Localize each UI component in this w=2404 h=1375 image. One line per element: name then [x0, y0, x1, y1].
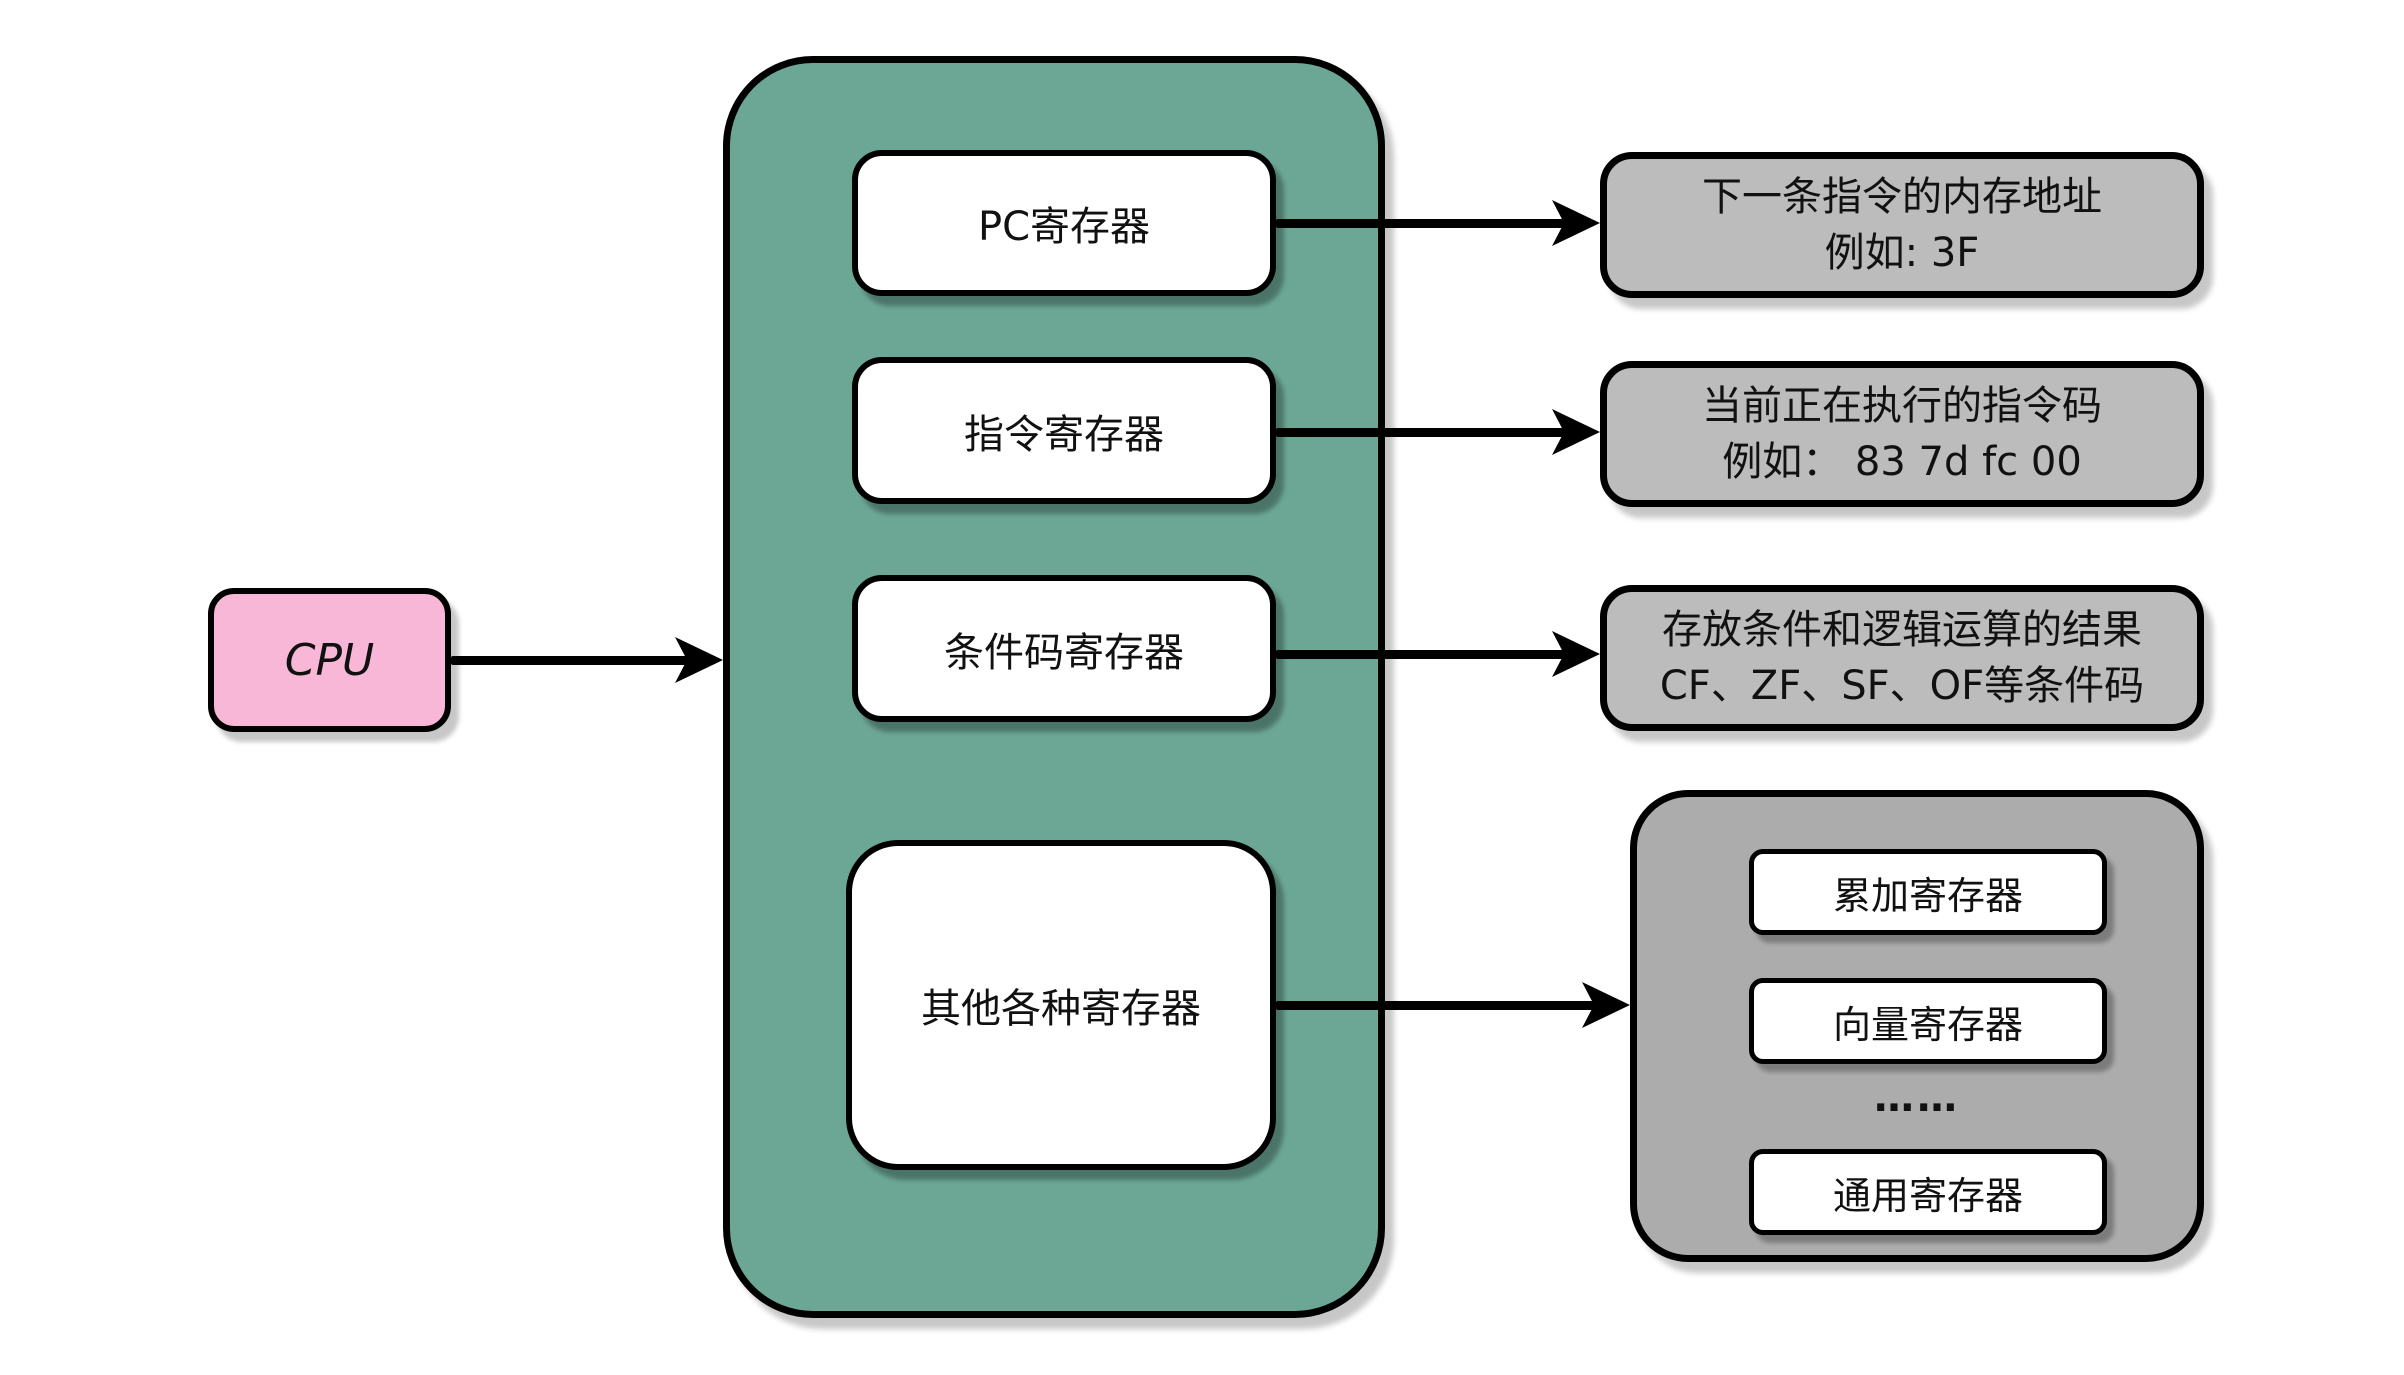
- register-label-other: 其他各种寄存器: [921, 986, 1201, 1032]
- register-node-vector: 向量寄存器: [1749, 978, 2107, 1064]
- register-label-pc: PC寄存器: [977, 204, 1151, 250]
- arrow-cpu-to-registers: [451, 637, 723, 683]
- note-pc-line1: 下一条指令的内存地址: [1702, 173, 2102, 220]
- register-node-other: 其他各种寄存器: [846, 840, 1276, 1170]
- cpu-label: CPU: [284, 634, 375, 686]
- note-condition-line1: 存放条件和逻辑运算的结果: [1662, 606, 2142, 653]
- note-condition-line2: CF、ZF、SF、OF等条件码: [1659, 663, 2145, 710]
- register-label-vector: 向量寄存器: [1832, 1002, 2023, 1047]
- ellipsis-text: ……: [1874, 1075, 1960, 1121]
- note-instruction-line1: 当前正在执行的指令码: [1702, 382, 2102, 429]
- register-node-condition-code: 条件码寄存器: [852, 575, 1276, 722]
- register-node-pc: PC寄存器: [852, 150, 1276, 296]
- register-label-instruction: 指令寄存器: [964, 411, 1164, 458]
- register-node-general-purpose: 通用寄存器: [1749, 1149, 2107, 1235]
- register-node-accumulator: 累加寄存器: [1749, 849, 2107, 935]
- cpu-node: CPU: [208, 588, 451, 732]
- note-node-condition-code: 存放条件和逻辑运算的结果 CF、ZF、SF、OF等条件码: [1600, 585, 2204, 731]
- register-label-condition-code: 条件码寄存器: [944, 629, 1184, 676]
- register-node-instruction: 指令寄存器: [852, 357, 1276, 504]
- register-label-accumulator: 累加寄存器: [1832, 873, 2023, 918]
- register-label-general-purpose: 通用寄存器: [1832, 1173, 2023, 1218]
- note-instruction-line2: 例如： 83 7d fc 00: [1722, 439, 2082, 486]
- note-node-instruction: 当前正在执行的指令码 例如： 83 7d fc 00: [1600, 361, 2204, 507]
- note-pc-line2: 例如: 3F: [1824, 230, 1980, 277]
- note-node-pc: 下一条指令的内存地址 例如: 3F: [1600, 152, 2204, 298]
- other-registers-group: 累加寄存器 向量寄存器 …… 通用寄存器: [1630, 790, 2204, 1262]
